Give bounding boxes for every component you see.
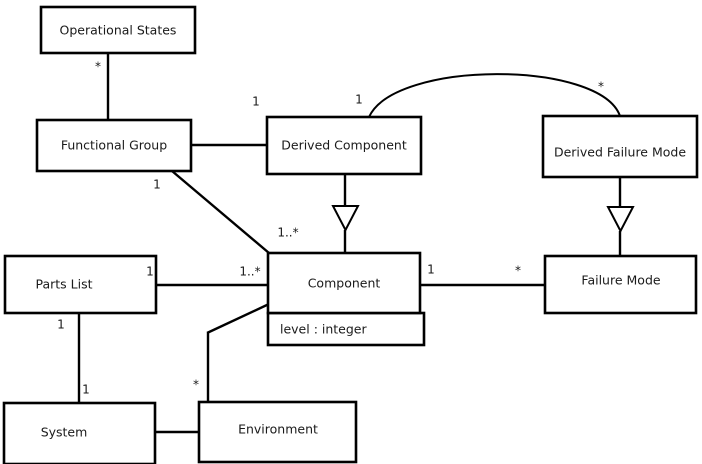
generalization-triangle-component <box>331 205 360 233</box>
class-box-parts-list[interactable]: Parts List <box>3 254 158 315</box>
multiplicity-functional-group-diagonal-one: 1 <box>153 178 161 192</box>
multiplicity-parts-list-component-many: 1..* <box>239 265 260 279</box>
class-label-failure-mode: Failure Mode <box>581 273 660 288</box>
class-box-failure-mode[interactable]: Failure Mode <box>543 254 698 315</box>
class-box-derived-failure-mode-rect <box>541 114 699 179</box>
class-box-derived-component[interactable]: Derived Component <box>265 115 423 176</box>
multiplicity-parts-list-system-bottom-one: 1 <box>82 383 90 397</box>
class-label-functional-group: Functional Group <box>61 138 167 153</box>
class-box-derived-failure-mode[interactable]: Derived Failure Mode <box>541 114 699 179</box>
class-box-component[interactable]: level : integer Component <box>266 251 426 347</box>
class-attribute-component-level: level : integer <box>280 322 367 337</box>
generalization-triangle-failure-mode <box>606 206 635 234</box>
class-box-system[interactable]: System <box>2 401 157 464</box>
class-box-operational-states[interactable]: Operational States <box>39 5 197 55</box>
class-box-functional-group[interactable]: Functional Group <box>35 118 193 173</box>
class-box-environment[interactable]: Environment <box>197 400 358 464</box>
class-label-system: System <box>41 425 88 440</box>
multiplicity-environment-star: * <box>193 378 199 392</box>
multiplicity-operational-states-star: * <box>95 60 101 74</box>
class-box-failure-mode-rect <box>543 254 698 315</box>
class-box-environment-rect <box>197 400 358 464</box>
multiplicity-functional-group-diagonal-many: 1..* <box>277 226 298 240</box>
class-label-parts-list: Parts List <box>35 277 92 292</box>
class-label-operational-states: Operational States <box>60 23 177 38</box>
connector-derived-component-derived-failure-mode <box>368 73 621 118</box>
class-box-parts-list-rect <box>3 254 158 315</box>
multiplicity-arc-derived-component-one: 1 <box>355 93 363 107</box>
class-label-environment: Environment <box>238 422 318 437</box>
multiplicity-component-failure-mode-one: 1 <box>427 263 435 277</box>
multiplicity-parts-list-system-top-one: 1 <box>57 318 65 332</box>
class-label-derived-failure-mode: Derived Failure Mode <box>554 145 686 160</box>
class-box-component-rect <box>266 251 422 315</box>
multiplicity-arc-derived-failure-mode-star: * <box>598 80 604 94</box>
multiplicity-component-failure-mode-star: * <box>515 264 521 278</box>
class-label-derived-component: Derived Component <box>281 138 407 153</box>
connector-environment-component-diagonal <box>206 302 270 335</box>
class-box-functional-group-rect <box>35 118 193 173</box>
multiplicity-parts-list-one: 1 <box>146 265 154 279</box>
class-box-operational-states-rect <box>39 5 197 55</box>
connector-functional-group-component <box>171 170 270 254</box>
multiplicity-functional-group-derived-component-one: 1 <box>252 95 260 109</box>
class-label-component: Component <box>308 276 381 291</box>
class-box-system-rect <box>2 401 157 464</box>
class-box-derived-component-rect <box>265 115 423 176</box>
